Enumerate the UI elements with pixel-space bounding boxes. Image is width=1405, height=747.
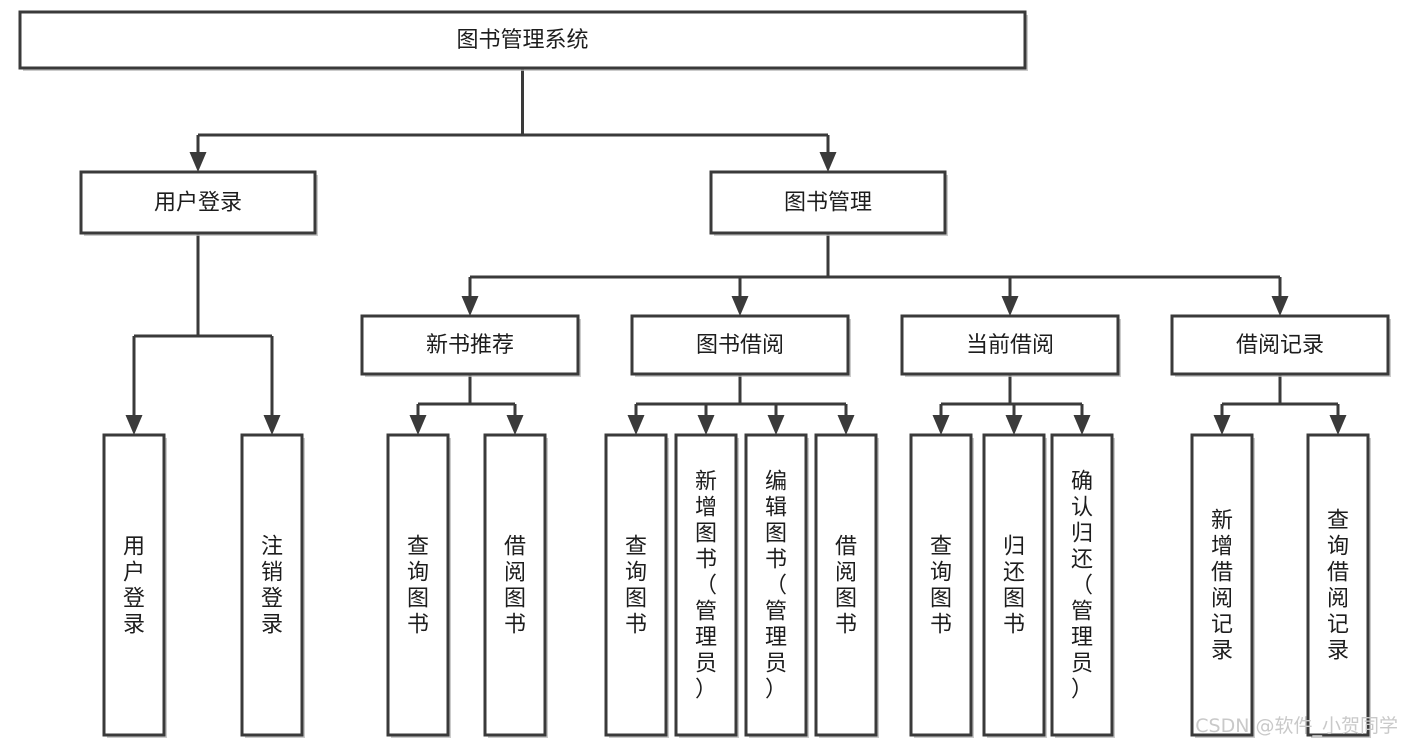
node-label: 编辑图书（管理员）	[765, 469, 787, 702]
node-label: 注销登录	[261, 534, 283, 637]
node-box	[1306, 433, 1370, 737]
node-label: 借阅记录	[1236, 333, 1324, 358]
node-label: 图书借阅	[696, 333, 784, 358]
node-box	[709, 170, 947, 235]
node-user-login[interactable]: 用户登录	[79, 170, 318, 236]
node-root[interactable]: 图书管理系统	[18, 10, 1028, 71]
node-label: 归还图书	[1003, 534, 1025, 637]
node-box	[982, 433, 1046, 737]
node-box	[102, 433, 166, 737]
node-label: 查询图书	[930, 534, 952, 637]
node-label: 查询图书	[407, 534, 429, 637]
node-box	[604, 433, 668, 737]
node-box	[909, 433, 973, 737]
node-box	[744, 433, 808, 737]
node-label: 当前借阅	[966, 333, 1054, 358]
node-box	[240, 433, 304, 737]
csdn-watermark: CSDN @软件_小贺同学	[1195, 715, 1398, 737]
node-leaf-cb-query[interactable]: 查询图书	[909, 433, 974, 738]
node-leaf-br-add[interactable]: 新增借阅记录	[1190, 433, 1255, 738]
node-new-book-rec[interactable]: 新书推荐	[360, 314, 581, 377]
node-leaf-cb-confirm[interactable]: 确认归还（管理员）	[1050, 433, 1115, 738]
node-box	[814, 433, 878, 737]
node-label: 确认归还（管理员）	[1071, 469, 1093, 702]
node-box	[79, 170, 317, 235]
node-box	[674, 433, 738, 737]
node-box	[18, 10, 1027, 70]
node-leaf-rec-borrow[interactable]: 借阅图书	[483, 433, 548, 738]
node-box	[630, 314, 850, 376]
node-leaf-bb-edit[interactable]: 编辑图书（管理员）	[744, 433, 809, 738]
node-leaf-br-query[interactable]: 查询借阅记录	[1306, 433, 1371, 738]
node-box	[386, 433, 450, 737]
node-book-manage[interactable]: 图书管理	[709, 170, 948, 236]
node-leaf-bb-add[interactable]: 新增图书（管理员）	[674, 433, 739, 738]
node-box	[900, 314, 1120, 376]
node-layer: 图书管理系统用户登录图书管理新书推荐图书借阅当前借阅借阅记录用户登录注销登录查询…	[18, 10, 1391, 738]
node-label: 新增图书（管理员）	[695, 469, 717, 702]
node-current-borrow[interactable]: 当前借阅	[900, 314, 1121, 377]
node-box	[360, 314, 580, 376]
node-leaf-rec-query[interactable]: 查询图书	[386, 433, 451, 738]
node-leaf-bb-query[interactable]: 查询图书	[604, 433, 669, 738]
node-box	[1050, 433, 1114, 737]
node-label: 借阅图书	[504, 534, 526, 637]
node-borrow-record[interactable]: 借阅记录	[1170, 314, 1391, 377]
node-label: 借阅图书	[835, 534, 857, 637]
node-label: 用户登录	[123, 534, 145, 637]
connector-layer	[125, 68, 1347, 435]
node-box	[483, 433, 547, 737]
node-label: 查询图书	[625, 534, 647, 637]
node-leaf-user-logout[interactable]: 注销登录	[240, 433, 305, 738]
node-label: 新增借阅记录	[1211, 508, 1233, 663]
node-box	[1170, 314, 1390, 376]
node-box	[1190, 433, 1254, 737]
node-label: 图书管理系统	[456, 28, 588, 53]
node-leaf-cb-return[interactable]: 归还图书	[982, 433, 1047, 738]
node-leaf-user-login[interactable]: 用户登录	[102, 433, 167, 738]
node-label: 新书推荐	[426, 333, 514, 358]
node-book-borrow[interactable]: 图书借阅	[630, 314, 851, 377]
node-label: 图书管理	[784, 191, 872, 216]
node-leaf-bb-borrow[interactable]: 借阅图书	[814, 433, 879, 738]
node-label: 用户登录	[154, 191, 242, 216]
node-label: 查询借阅记录	[1327, 508, 1349, 663]
